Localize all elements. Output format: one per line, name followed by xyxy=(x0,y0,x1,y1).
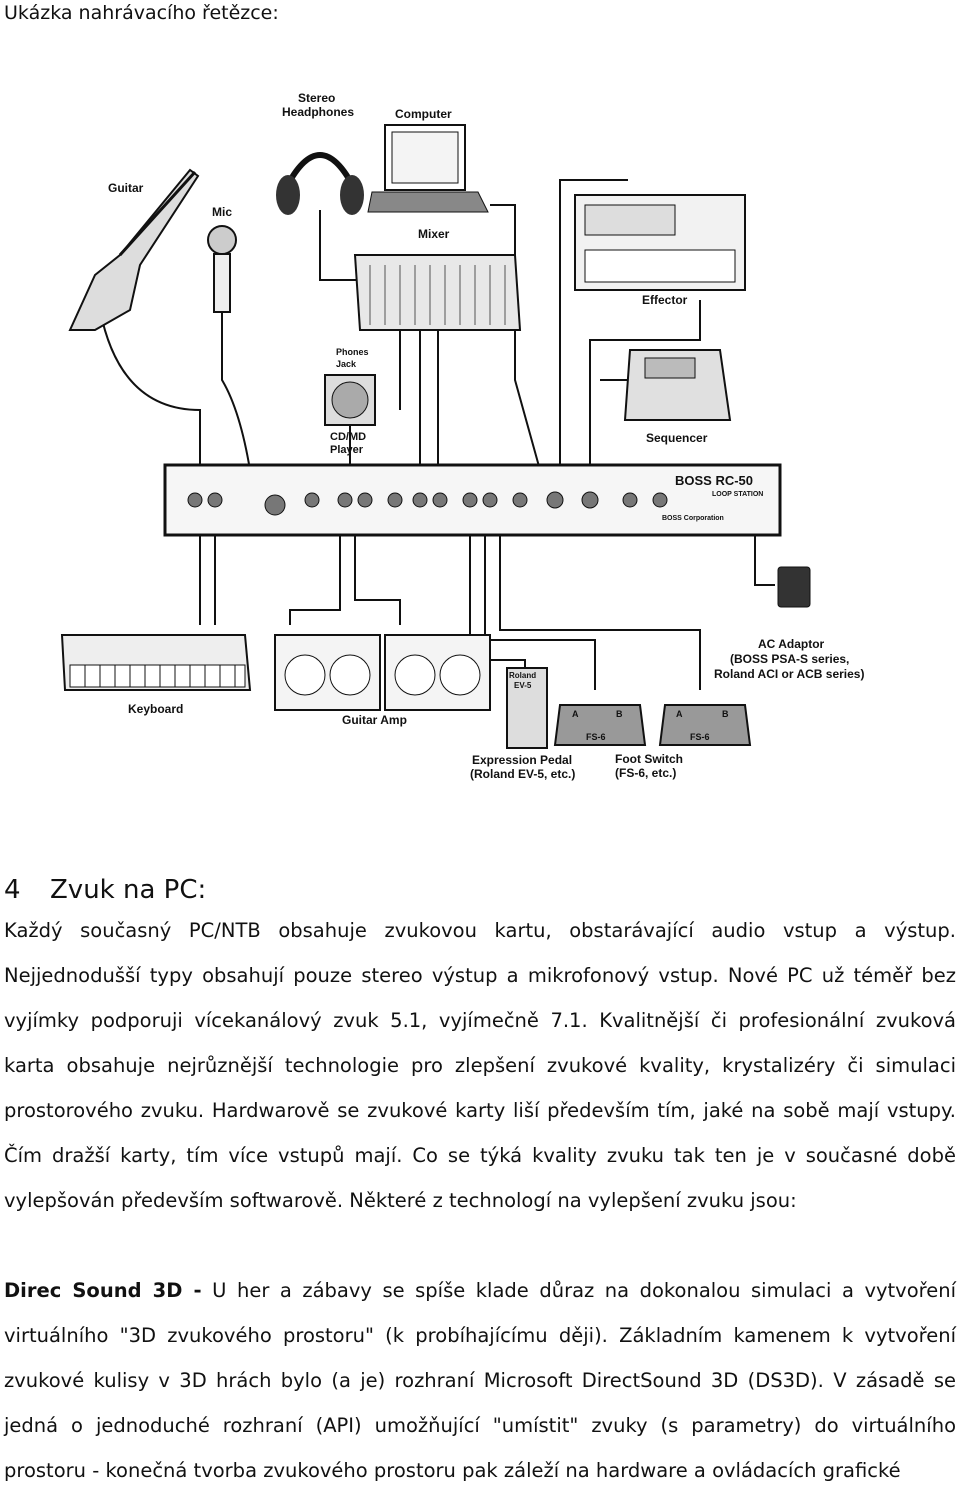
cable-guitar xyxy=(99,309,201,470)
label-ev5: EV-5 xyxy=(514,681,532,690)
label-loop-station: LOOP STATION xyxy=(712,491,763,498)
expression-pedal-icon xyxy=(506,667,548,749)
section-number: 4 xyxy=(4,875,21,905)
label-headphones-1: Stereo xyxy=(298,91,335,105)
label-effector: Effector xyxy=(642,293,688,307)
mic-icon xyxy=(207,225,237,313)
label-expr-2: (Roland EV-5, etc.) xyxy=(470,767,575,781)
label-roland: Roland xyxy=(509,671,536,680)
label-fs6-1: FS-6 xyxy=(586,732,606,742)
cable-mic xyxy=(221,312,251,471)
label-mic: Mic xyxy=(212,205,232,219)
cable-out-4 xyxy=(354,535,401,625)
label-cd-2: Player xyxy=(330,444,364,456)
paragraph-sound-card: Každý současný PC/NTB obsahuje zvukovou … xyxy=(4,919,956,1212)
label-fs-a-2: A xyxy=(676,709,683,719)
computer-icon xyxy=(367,124,489,213)
label-sequencer: Sequencer xyxy=(646,431,708,445)
cable-fs-2 xyxy=(499,535,701,690)
label-fs-2: (FS-6, etc.) xyxy=(615,766,676,780)
label-ac-1: AC Adaptor xyxy=(758,637,825,651)
label-keyboard: Keyboard xyxy=(128,702,183,716)
label-phones-jack-2: Jack xyxy=(336,359,357,369)
figure-caption: Ukázka nahrávacího řetězce: xyxy=(4,2,279,24)
label-expr-1: Expression Pedal xyxy=(472,753,572,767)
cable-computer-usb xyxy=(490,204,541,471)
cable-effector-1 xyxy=(559,179,628,470)
label-ac-2: (BOSS PSA-S series, xyxy=(730,652,849,666)
recording-chain-diagram: Guitar Mic Stereo Headphones Computer Mi… xyxy=(60,91,864,781)
effector-icon xyxy=(574,194,746,291)
label-boss-corp: BOSS Corporation xyxy=(662,515,724,522)
cable-effector-2 xyxy=(589,300,701,470)
cable-pedal xyxy=(469,535,526,670)
label-ac-3: Roland ACI or ACB series) xyxy=(714,667,864,681)
label-fs-a-1: A xyxy=(572,709,579,719)
label-headphones-2: Headphones xyxy=(282,105,354,119)
cable-fs-1 xyxy=(484,535,596,690)
section-title: Zvuk na PC: xyxy=(50,875,207,905)
sequencer-icon xyxy=(623,349,732,421)
directsound-text: U her a zábavy se spíše klade důraz na d… xyxy=(4,1279,956,1482)
label-guitar-amp: Guitar Amp xyxy=(342,713,407,727)
label-fs-b-1: B xyxy=(616,709,623,719)
label-boss: BOSS RC-50 xyxy=(675,473,753,488)
label-cd-1: CD/MD xyxy=(330,431,366,443)
label-fs-b-2: B xyxy=(722,709,729,719)
guitar-amp-icon xyxy=(274,634,491,711)
label-guitar: Guitar xyxy=(108,181,144,195)
boss-rc50-unit xyxy=(163,463,782,537)
mixer-icon xyxy=(353,254,522,331)
headphones-icon xyxy=(276,152,364,215)
keyboard-icon xyxy=(60,634,252,691)
label-fs-1: Foot Switch xyxy=(615,752,683,766)
section-heading: 4 Zvuk na PC: xyxy=(4,872,206,908)
paragraph-directsound: Direc Sound 3D - U her a zábavy se spíše… xyxy=(4,1268,956,1493)
ac-adaptor-icon xyxy=(777,566,811,608)
foot-switch-icon xyxy=(553,704,752,746)
label-fs6-2: FS-6 xyxy=(690,732,710,742)
cd-player-icon xyxy=(324,374,376,426)
guitar-icon xyxy=(68,168,200,331)
cable-out-3 xyxy=(289,535,341,625)
label-mixer: Mixer xyxy=(418,227,450,241)
term-directsound: Direc Sound 3D - xyxy=(4,1279,202,1302)
label-phones-jack-1: Phones xyxy=(336,347,369,357)
label-computer: Computer xyxy=(395,107,452,121)
